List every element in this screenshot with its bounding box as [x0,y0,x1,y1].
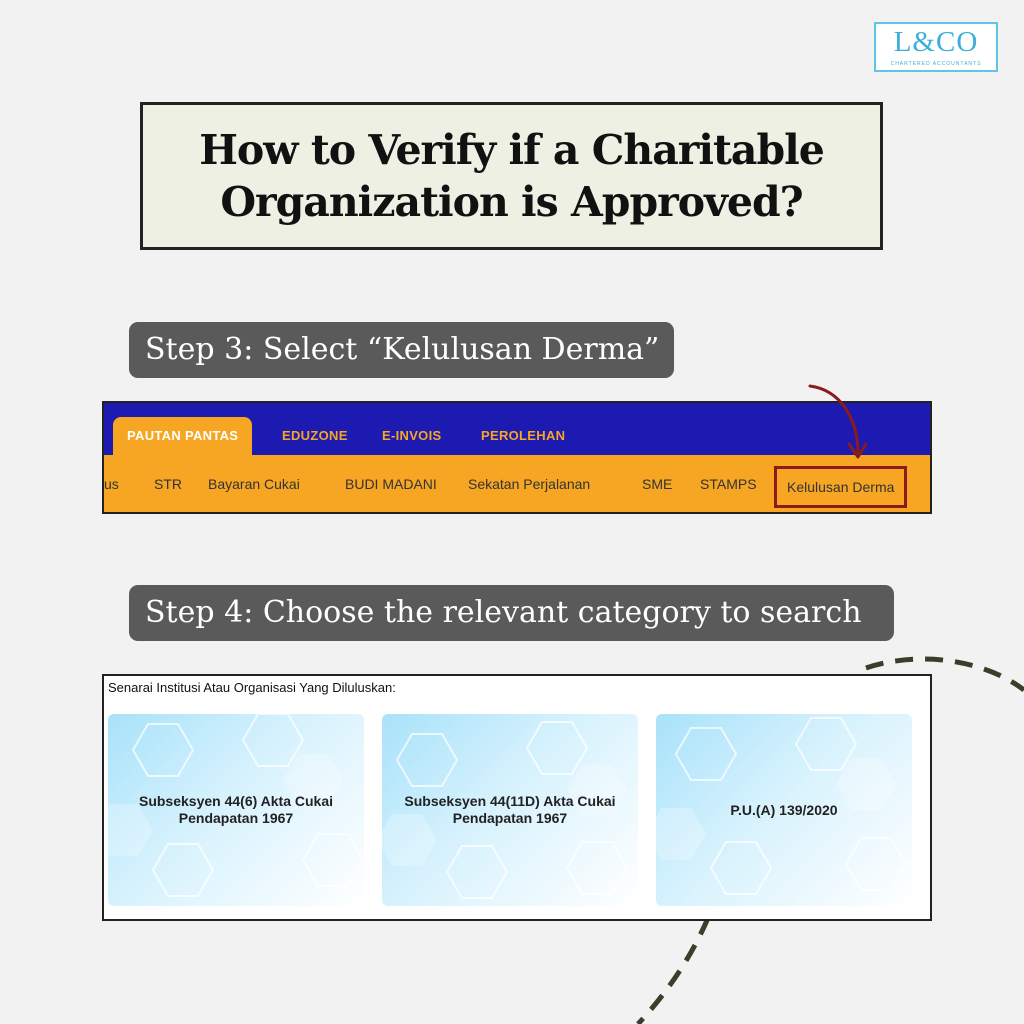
hexagon-pattern-icon [108,714,364,897]
tab-perolehan[interactable]: PEROLEHAN [481,428,566,443]
tab-e-invois[interactable]: E-INVOIS [382,428,442,443]
hexagon-pattern-icon [382,721,629,899]
category-card-44-6[interactable]: Subseksyen 44(6) Akta Cukai Pendapatan 1… [108,714,364,906]
hexagon-pattern-icon [656,717,908,895]
category-card-label: Subseksyen 44(11D) Akta Cukai Pendapatan… [404,793,616,826]
title-line-1: How to Verify if a Charitable [199,126,825,174]
categories-screenshot: Senarai Institusi Atau Organisasi Yang D… [102,674,932,921]
tab-pautan-pantas[interactable]: PAUTAN PANTAS [113,417,253,455]
nav-item-kelulusan-derma[interactable]: Kelulusan Derma [774,466,908,508]
company-logo: L&CO CHARTERED ACCOUNTANTS [874,22,998,72]
nav-screenshot: PAUTAN PANTAS EDUZONE E-INVOIS PEROLEHAN… [102,401,932,514]
category-card-label: P.U.(A) 139/2020 [730,801,838,818]
category-card-pu-a-139-2020[interactable]: P.U.(A) 139/2020 [656,714,912,906]
title-line-2: Organization is Approved? [220,178,803,226]
nav-item-us[interactable]: us [104,476,119,492]
nav-item-sme[interactable]: SME [642,476,673,492]
nav-item-budi-madani[interactable]: BUDI MADANI [345,476,437,492]
title-box: How to Verify if a Charitable Organizati… [140,102,883,250]
categories-heading: Senarai Institusi Atau Organisasi Yang D… [108,680,396,695]
category-card-44-11d[interactable]: Subseksyen 44(11D) Akta Cukai Pendapatan… [382,714,638,906]
nav-tab-bar: PAUTAN PANTAS EDUZONE E-INVOIS PEROLEHAN [104,403,930,455]
step-4-label: Step 4: Choose the relevant category to … [129,585,894,641]
page-title: How to Verify if a Charitable Organizati… [199,124,825,228]
curved-arrow-icon [808,384,868,459]
logo-text: L&CO [893,26,979,58]
nav-link-bar: us STR Bayaran Cukai BUDI MADANI Sekatan… [104,455,930,512]
nav-item-sekatan-perjalanan[interactable]: Sekatan Perjalanan [468,476,591,492]
logo-subtitle: CHARTERED ACCOUNTANTS [890,61,982,67]
category-card-label: Subseksyen 44(6) Akta Cukai Pendapatan 1… [138,793,333,826]
step-3-label: Step 3: Select “Kelulusan Derma” [129,322,674,378]
nav-item-stamps[interactable]: STAMPS [700,476,757,492]
tab-eduzone[interactable]: EDUZONE [282,428,348,443]
nav-item-bayaran-cukai[interactable]: Bayaran Cukai [208,476,300,492]
nav-item-str[interactable]: STR [154,476,182,492]
